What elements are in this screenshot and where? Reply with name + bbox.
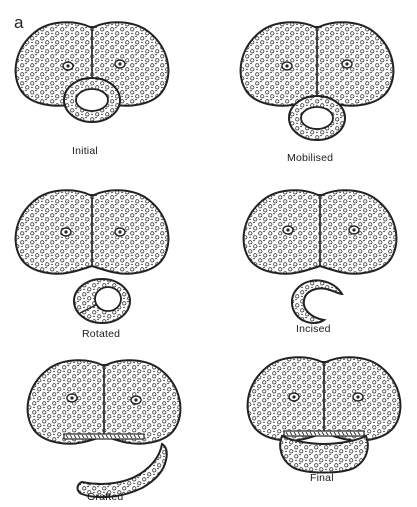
label-incised: Incised: [296, 323, 331, 335]
label-mobilised: Mobilised: [287, 152, 333, 164]
panel-incised: [244, 190, 397, 328]
label-initial: Initial: [72, 145, 98, 157]
panel-initial: [16, 22, 169, 125]
panel-grafted: [28, 360, 181, 500]
label-final: Final: [310, 472, 334, 484]
panel-rotated: [16, 190, 169, 327]
label-rotated: Rotated: [82, 328, 120, 340]
label-grafted: Grafted: [87, 491, 123, 503]
panel-mobilised: [241, 22, 394, 143]
panel-final: [248, 357, 401, 476]
